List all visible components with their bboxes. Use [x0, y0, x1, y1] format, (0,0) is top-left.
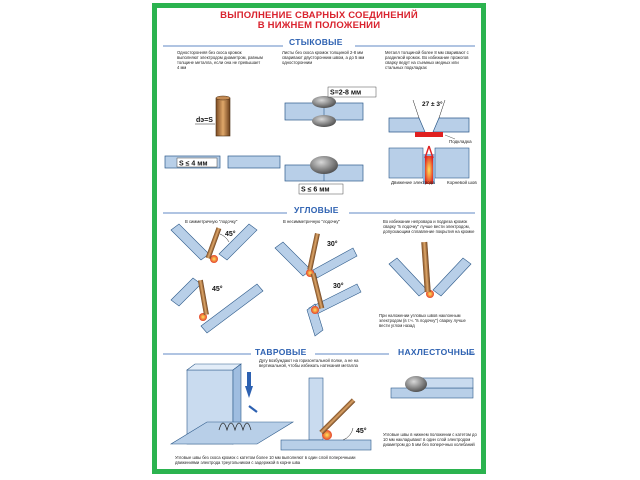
root-pass-label: Корневой шов — [447, 179, 477, 185]
backing-label: Подкладка — [449, 139, 472, 144]
fillet-diagram-2b: 30° — [306, 272, 362, 337]
fillet-text-3: Во избежание непровара и подреза кромок … — [383, 219, 475, 234]
angle-30-a: 30° — [327, 240, 338, 248]
welding-diagrams: dэ=S S ≤ 4 мм S=2-8 мм S ≤ 6 мм — [163, 45, 477, 451]
tee-diagram-right: 45° — [280, 377, 372, 451]
section-heading-fillet: УГЛОВЫЕ — [294, 205, 339, 215]
butt-text-1: Односторонняя без скоса кромок выполняют… — [177, 50, 263, 70]
angle-30-b: 30° — [333, 282, 344, 290]
poster-title-line2: В НИЖНЕМ ПОЛОЖЕНИИ — [257, 20, 381, 31]
lap-text: Угловые швы в нижнем положении с катетом… — [383, 432, 477, 447]
butt-text-2: Листы без скоса кромок толщиной 2-8 мм с… — [282, 50, 365, 65]
fillet-text-1: В симметричную "лодочку" — [185, 219, 238, 224]
poster-title-line1: ВЫПОЛНЕНИЕ СВАРНЫХ СОЕДИНЕНИЙ — [220, 10, 418, 21]
groove-angle-label: 27 ± 3° — [422, 100, 443, 108]
lap-diagram — [390, 376, 474, 399]
fillet-text-2: В несимметричную "лодочку" — [283, 219, 340, 224]
welding-poster: ВЫПОЛНЕНИЕ СВАРНЫХ СОЕДИНЕНИЙ В НИЖНЕМ П… — [152, 3, 486, 474]
diameter-label: dэ=S — [196, 117, 213, 124]
section-heading-butt: СТЫКОВЫЕ — [289, 37, 343, 47]
s6-label: S ≤ 6 мм — [301, 187, 330, 194]
tee-bottom-text: Угловые швы без скоса кромок с катетом б… — [175, 455, 356, 465]
butt-diagram-3: 27 ± 3° Подкладка Движение электрода Кор… — [388, 99, 477, 185]
fillet-diagram-3 — [388, 241, 472, 298]
butt-diagram-1: dэ=S S ≤ 4 мм — [164, 95, 281, 169]
fillet-diagram-1a: 45° — [170, 223, 258, 263]
fillet-diagram-2a: 30° — [274, 232, 358, 279]
angle-45-b: 45° — [212, 285, 223, 293]
tee-angle-45: 45° — [356, 427, 367, 435]
poster-title: ВЫПОЛНЕНИЕ СВАРНЫХ СОЕДИНЕНИЙ В НИЖНЕМ П… — [157, 11, 481, 31]
butt-diagram-2: S=2-8 мм S ≤ 6 мм — [284, 86, 377, 195]
electrode-motion-label: Движение электрода — [391, 180, 435, 185]
fillet-diagram-1b: 45° — [170, 277, 264, 334]
fillet-note: При наложении угловых швов наклонным эле… — [379, 313, 466, 328]
s4-label: S ≤ 4 мм — [179, 161, 208, 168]
tee-diagram-left — [169, 363, 295, 445]
s28-label: S=2-8 мм — [330, 90, 361, 97]
tee-arc-text: Дугу возбуждают на горизонтальной полке,… — [259, 358, 359, 368]
angle-45-a: 45° — [225, 230, 236, 238]
section-heading-lap: НАХЛЕСТОЧНЫЕ — [398, 347, 475, 357]
section-heading-tee: ТАВРОВЫЕ — [255, 347, 307, 357]
butt-text-3: Металл толщиной более 8 мм сваривают с р… — [385, 50, 469, 70]
